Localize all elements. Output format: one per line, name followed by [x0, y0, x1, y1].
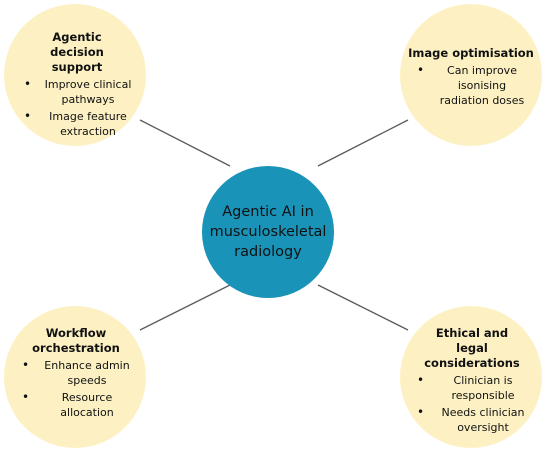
- node-title: Agentic decision support: [50, 30, 104, 74]
- node-image-optimisation: Image optimisation Can improve isonising…: [400, 4, 542, 146]
- list-item: Enhance admin speeds: [20, 358, 132, 388]
- connector-top-right: [317, 119, 409, 167]
- node-title: Image optimisation: [408, 46, 534, 60]
- node-items: Enhance admin speeds Resource allocation: [20, 358, 132, 422]
- node-agentic-decision-support: Agentic decision support Improve clinica…: [4, 4, 146, 146]
- node-title: Ethical and legal considerations: [424, 326, 520, 370]
- list-item: Resource allocation: [20, 390, 132, 420]
- node-items: Can improve isonising radiation doses: [415, 63, 527, 110]
- list-item: Needs clinician oversight: [415, 405, 529, 435]
- connector-bottom-left: [139, 284, 231, 331]
- list-item: Image feature extraction: [22, 109, 132, 139]
- node-title: Workflow orchestration: [32, 326, 120, 355]
- list-item: Improve clinical pathways: [22, 77, 132, 107]
- list-item: Clinician is responsible: [415, 373, 529, 403]
- node-ethical-legal-considerations: Ethical and legal considerations Clinici…: [400, 306, 542, 448]
- central-topic-label: Agentic AI in musculoskeletal radiology: [209, 204, 327, 260]
- node-items: Improve clinical pathways Image feature …: [22, 77, 132, 141]
- node-workflow-orchestration: Workflow orchestration Enhance admin spe…: [4, 306, 146, 448]
- node-items: Clinician is responsible Needs clinician…: [415, 373, 529, 437]
- connector-top-left: [139, 119, 231, 167]
- connector-bottom-right: [317, 284, 409, 331]
- central-topic-node: Agentic AI in musculoskeletal radiology: [202, 166, 334, 298]
- list-item: Can improve isonising radiation doses: [415, 63, 527, 108]
